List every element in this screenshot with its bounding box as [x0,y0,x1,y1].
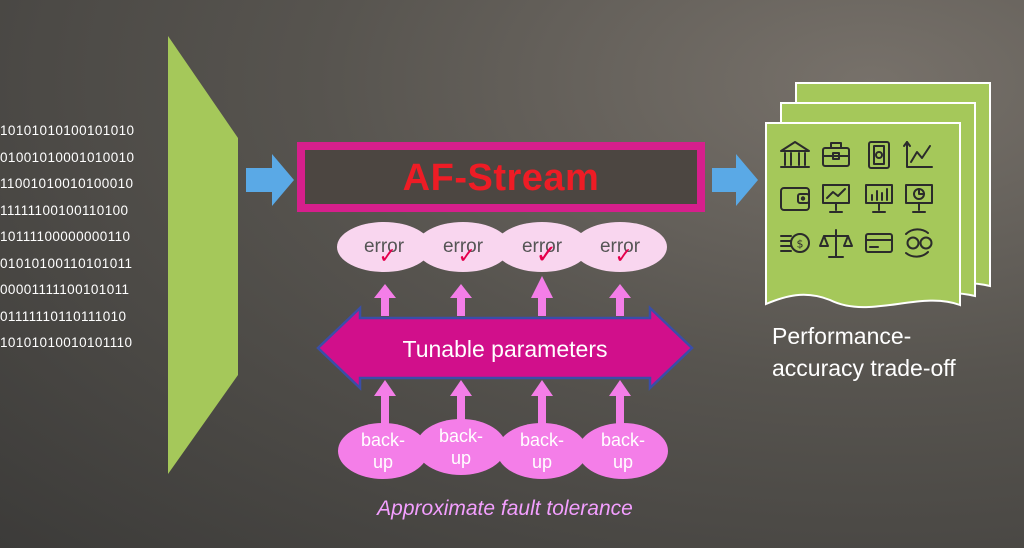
checkmark-icon: ✓ [535,240,558,270]
binary-line: 10101010010101110 [0,335,133,350]
binary-stream: 10101010100101010 01001010001010010 1100… [0,118,170,357]
line-presentation-icon [822,184,850,213]
arrow-out-of-af-stream [712,154,758,206]
input-funnel [168,36,238,474]
binary-line: 10111100000000110 [0,229,131,244]
backup-bubble: back- up [338,423,428,479]
backup-bubble: back- up [416,419,506,475]
error-bubble: error ✓ [573,222,667,272]
briefcase-icon [822,142,850,167]
error-bubble: error ✓ [416,222,510,272]
tunable-parameters-arrow [316,305,694,391]
error-label: error [363,236,405,257]
binary-line: 10101010100101010 [0,123,135,138]
tunable-parameters-label: Tunable parameters [402,336,608,362]
error-label: error [521,236,563,257]
binary-line: 00001111100101011 [0,282,130,297]
currency-exchange-icon [905,228,933,258]
arrows-from-backups [374,380,631,428]
binary-line: 01010100110101011 [0,255,133,271]
performance-label-line2: accuracy trade-off [772,355,956,381]
checkmark-icon: ✓ [378,244,397,269]
checkmark-icon: ✓ [457,244,476,269]
pie-presentation-icon [905,184,933,213]
finance-icons: $ [780,141,933,258]
binary-line: 01111110110111010 [0,308,127,324]
checkmark-icon: ✓ [614,244,633,269]
error-label: error [442,236,484,257]
error-label: error [599,236,641,257]
backup-bubble: back- up [497,423,587,479]
banknote-icon [868,141,890,169]
af-stream-box: AF-Stream [297,142,705,212]
wallet-icon [780,187,810,211]
bank-icon [780,141,810,168]
error-bubble: error ✓ [495,222,589,272]
af-stream-title: AF-Stream [402,157,600,199]
balance-scale-icon [819,229,853,258]
backup-bubble: back- up [578,423,668,479]
svg-text:$: $ [797,238,804,251]
binary-line: 11111100100110100 [0,202,129,218]
coins-icon: $ [780,233,810,253]
error-bubble: error ✓ [337,222,431,272]
arrow-into-af-stream [246,154,294,206]
performance-tradeoff-label: Performance- accuracy trade-off [772,320,956,384]
growth-chart-icon [903,141,933,168]
approximate-fault-tolerance-caption: Approximate fault tolerance [377,497,633,520]
binary-line: 11001010010100010 [0,176,134,191]
bar-presentation-icon [865,184,893,213]
performance-label-line1: Performance- [772,323,912,349]
credit-card-icon [865,233,893,253]
arrows-to-errors [374,276,631,316]
binary-line: 01001010001010010 [0,149,135,165]
